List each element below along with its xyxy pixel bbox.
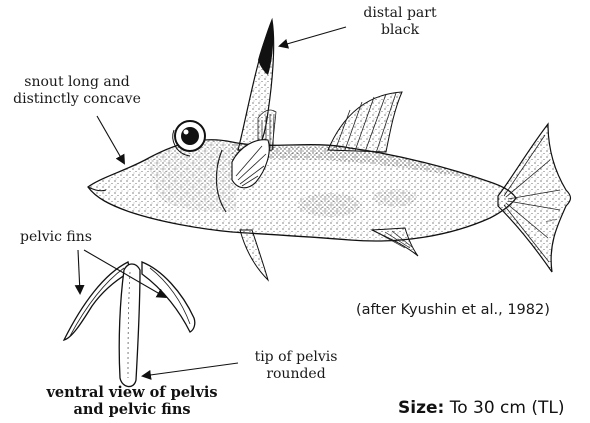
size-label: Size: [398,398,444,418]
right-pelvic-fin [142,262,195,332]
label-snout: snout long and distinctly concave [2,74,152,108]
arrow-snout [97,116,124,163]
size-value: To 30 cm (TL) [450,398,565,418]
pelvic-spine [240,230,268,280]
arrow-dorsal-spine [280,27,346,46]
pelvis-caption: ventral view of pelvis and pelvic fins [2,384,262,418]
pelvis-illustration [64,262,195,387]
label-pelvic-fins: pelvic fins [20,229,140,246]
label-pelvis-tip: tip of pelvis rounded [236,349,356,383]
label-dorsal-spine: distal part black [340,5,460,39]
credit-text: (after Kyushin et al., 1982) [356,302,550,318]
size-info: Size: To 30 cm (TL) [398,398,564,418]
fish-illustration [88,20,571,280]
caudal-fin [498,124,571,272]
arrow-pelvic-fins-left [78,250,80,293]
arrow-pelvis-tip [143,363,238,376]
